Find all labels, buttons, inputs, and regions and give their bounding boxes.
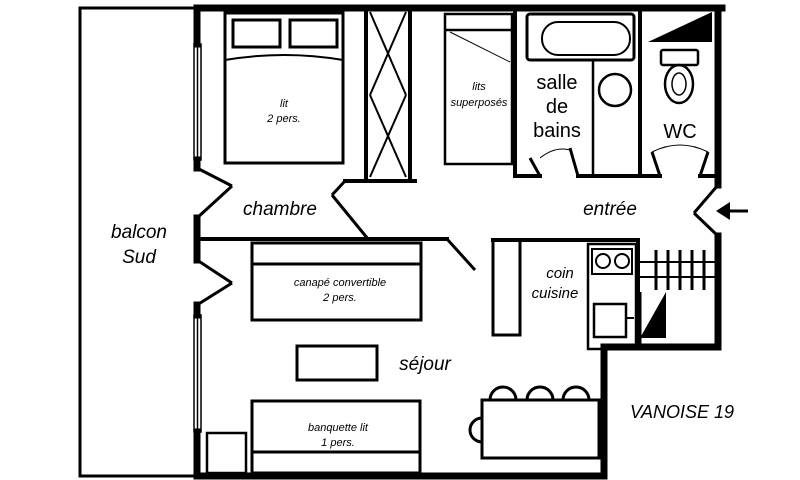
bathtub <box>525 12 636 62</box>
storage-rack <box>638 250 716 347</box>
coffee-table <box>295 344 379 382</box>
wc-label: WC <box>663 121 696 143</box>
apartment-name: VANOISE 19 <box>630 402 734 422</box>
dining-table <box>468 385 601 460</box>
bathroom-label: salle <box>536 72 577 94</box>
furniture-labels: lit 2 pers. lits superposés canapé conve… <box>266 81 508 449</box>
double-bed-label: 2 pers. <box>266 113 301 125</box>
double-bed-label: lit <box>280 98 289 110</box>
bathroom-label: de <box>546 96 568 118</box>
sofa-bed-label: canapé convertible <box>294 277 386 289</box>
interior-walls <box>195 6 720 349</box>
sofa-bed-label: 2 pers. <box>322 292 357 304</box>
double-bed <box>223 11 345 165</box>
kitchen-appliances <box>586 242 638 351</box>
exterior-walls <box>193 4 726 480</box>
doors <box>195 147 720 337</box>
door-arcs <box>539 144 709 159</box>
bunk-beds <box>443 12 514 166</box>
washbasin <box>591 60 633 176</box>
living-label: séjour <box>399 354 451 375</box>
sofa-bed <box>250 241 423 322</box>
kitchen-label: cuisine <box>532 285 579 302</box>
balcony-label: Sud <box>122 247 157 268</box>
bathroom-label: bains <box>533 120 581 142</box>
cabinet <box>205 431 248 475</box>
entrance-label: entrée <box>583 199 637 220</box>
windows <box>193 43 202 433</box>
bedroom-label: chambre <box>243 199 317 220</box>
bunk-beds-label: lits <box>472 81 486 93</box>
kitchen-label: coin <box>546 265 574 282</box>
room-labels: balcon Sud chambre entrée séjour coin cu… <box>111 72 697 375</box>
bunk-beds-label: superposés <box>451 97 508 109</box>
balcony <box>78 6 197 478</box>
single-bed-label: 1 pers. <box>321 437 355 449</box>
toilet <box>648 12 712 105</box>
wardrobe <box>369 11 407 178</box>
arrow-left-icon <box>716 202 748 220</box>
single-bed-label: banquette lit <box>308 422 369 434</box>
single-bed <box>250 399 422 475</box>
balcony-label: balcon <box>111 222 167 243</box>
